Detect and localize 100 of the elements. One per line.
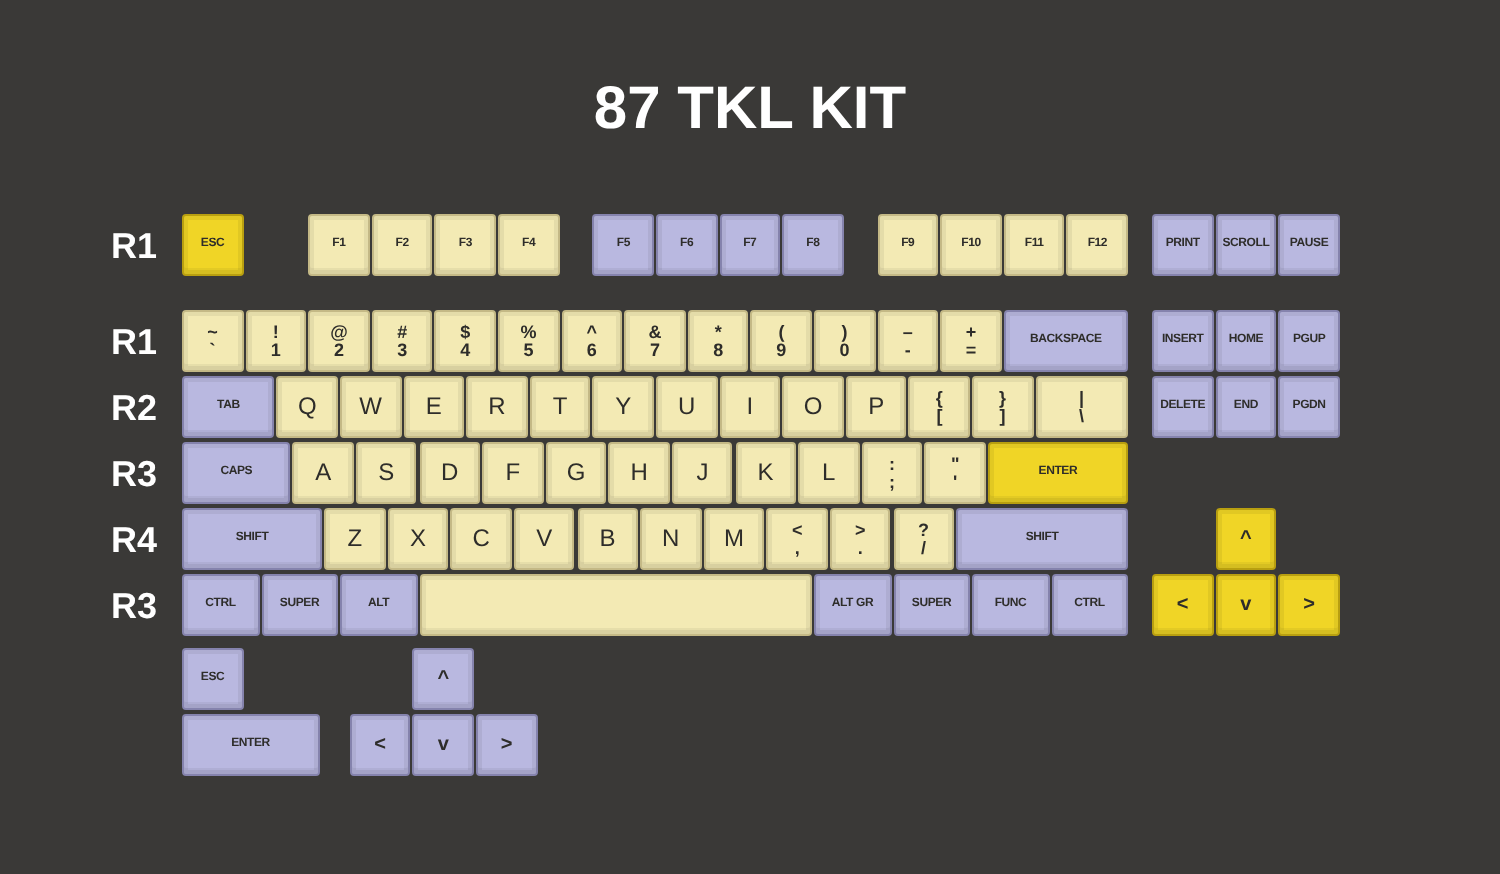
keycap xyxy=(592,214,654,276)
key-legend: > xyxy=(1303,595,1315,615)
keycap xyxy=(371,214,433,276)
key-legend: 8 xyxy=(713,341,724,359)
keycap xyxy=(829,508,891,570)
keycap xyxy=(182,648,244,710)
key-legend: K xyxy=(757,460,774,486)
keycap xyxy=(940,214,1002,276)
keycap xyxy=(877,214,939,276)
key-legend: * xyxy=(714,323,722,341)
key-legend: X xyxy=(409,526,426,552)
key-legend: J xyxy=(696,460,709,486)
key-legend: / xyxy=(921,539,927,557)
keycap xyxy=(972,376,1034,438)
key-legend: 0 xyxy=(839,341,850,359)
key-legend: A xyxy=(315,460,332,486)
keycap xyxy=(182,574,259,636)
key-legend: , xyxy=(794,539,800,557)
keycap xyxy=(1035,376,1128,438)
keycap xyxy=(735,442,797,504)
keycap xyxy=(766,508,828,570)
key-legend: W xyxy=(359,394,382,420)
key-legend: 4 xyxy=(460,341,471,359)
key-legend: C xyxy=(472,526,490,552)
key-legend: ^ xyxy=(586,323,598,341)
keycap xyxy=(592,376,654,438)
keycap xyxy=(498,214,560,276)
keycap xyxy=(782,376,844,438)
keycap xyxy=(475,714,538,776)
keycap xyxy=(513,508,575,570)
key-legend: R xyxy=(488,394,506,420)
keycap xyxy=(182,376,275,438)
row-label: R4 xyxy=(108,519,159,559)
key-legend: } xyxy=(999,389,1007,407)
key-legend: @ xyxy=(330,323,348,341)
key-legend: > xyxy=(500,735,513,755)
keycap xyxy=(719,376,781,438)
keycap xyxy=(1215,508,1277,570)
keycap xyxy=(703,508,765,570)
keycap xyxy=(956,508,1128,570)
keycap xyxy=(466,376,528,438)
keycap xyxy=(656,214,718,276)
keycap xyxy=(498,310,560,372)
keycap xyxy=(1152,574,1214,636)
keycap xyxy=(1215,214,1277,276)
row-label: R3 xyxy=(108,585,159,625)
keycap xyxy=(972,574,1049,636)
keycap xyxy=(1152,214,1214,276)
keycap xyxy=(371,310,433,372)
row-label: R1 xyxy=(108,225,159,265)
key-legend: 6 xyxy=(586,341,597,359)
keycap xyxy=(1215,376,1277,438)
key-legend: < xyxy=(1176,595,1189,615)
key-legend: = xyxy=(965,341,977,359)
keycap xyxy=(877,310,939,372)
keycap xyxy=(814,574,891,636)
keycap xyxy=(1215,574,1277,636)
key-legend: % xyxy=(520,323,537,341)
key-legend: 7 xyxy=(649,341,660,359)
key-legend: { xyxy=(935,389,943,407)
keycap xyxy=(924,442,986,504)
keycap xyxy=(656,376,718,438)
keycap xyxy=(893,508,955,570)
keycap xyxy=(814,310,876,372)
key-legend: ~ xyxy=(207,323,218,341)
keycap xyxy=(434,310,496,372)
key-legend: v xyxy=(437,735,449,755)
keycap xyxy=(412,714,474,776)
keycap xyxy=(908,376,970,438)
keycap xyxy=(987,442,1128,504)
keycap xyxy=(1003,310,1128,372)
key-legend: ] xyxy=(999,407,1006,425)
key-legend: ^ xyxy=(437,669,450,689)
key-legend: 5 xyxy=(523,341,534,359)
keycap xyxy=(640,508,702,570)
keycap xyxy=(671,442,733,504)
key-legend: E xyxy=(425,394,442,420)
keycap xyxy=(182,714,320,776)
keycap xyxy=(1152,310,1214,372)
keycap xyxy=(1215,310,1277,372)
keycap xyxy=(1152,376,1214,438)
key-legend: Y xyxy=(615,394,632,420)
keycap xyxy=(434,214,496,276)
key-legend: V xyxy=(536,526,553,552)
key-legend: H xyxy=(630,460,648,486)
key-legend: v xyxy=(1240,595,1252,615)
keycap xyxy=(1278,310,1340,372)
key-legend: 3 xyxy=(397,341,408,359)
keycap xyxy=(450,508,512,570)
key-legend: U xyxy=(677,394,696,420)
row-label: R2 xyxy=(108,387,159,427)
keycap xyxy=(292,442,354,504)
keycap xyxy=(1278,376,1340,438)
keycap xyxy=(624,310,686,372)
keycap xyxy=(412,648,474,710)
keycap xyxy=(308,214,370,276)
keycap xyxy=(608,442,670,504)
keycap xyxy=(545,442,607,504)
key-legend: + xyxy=(965,323,977,341)
keycap xyxy=(261,574,338,636)
